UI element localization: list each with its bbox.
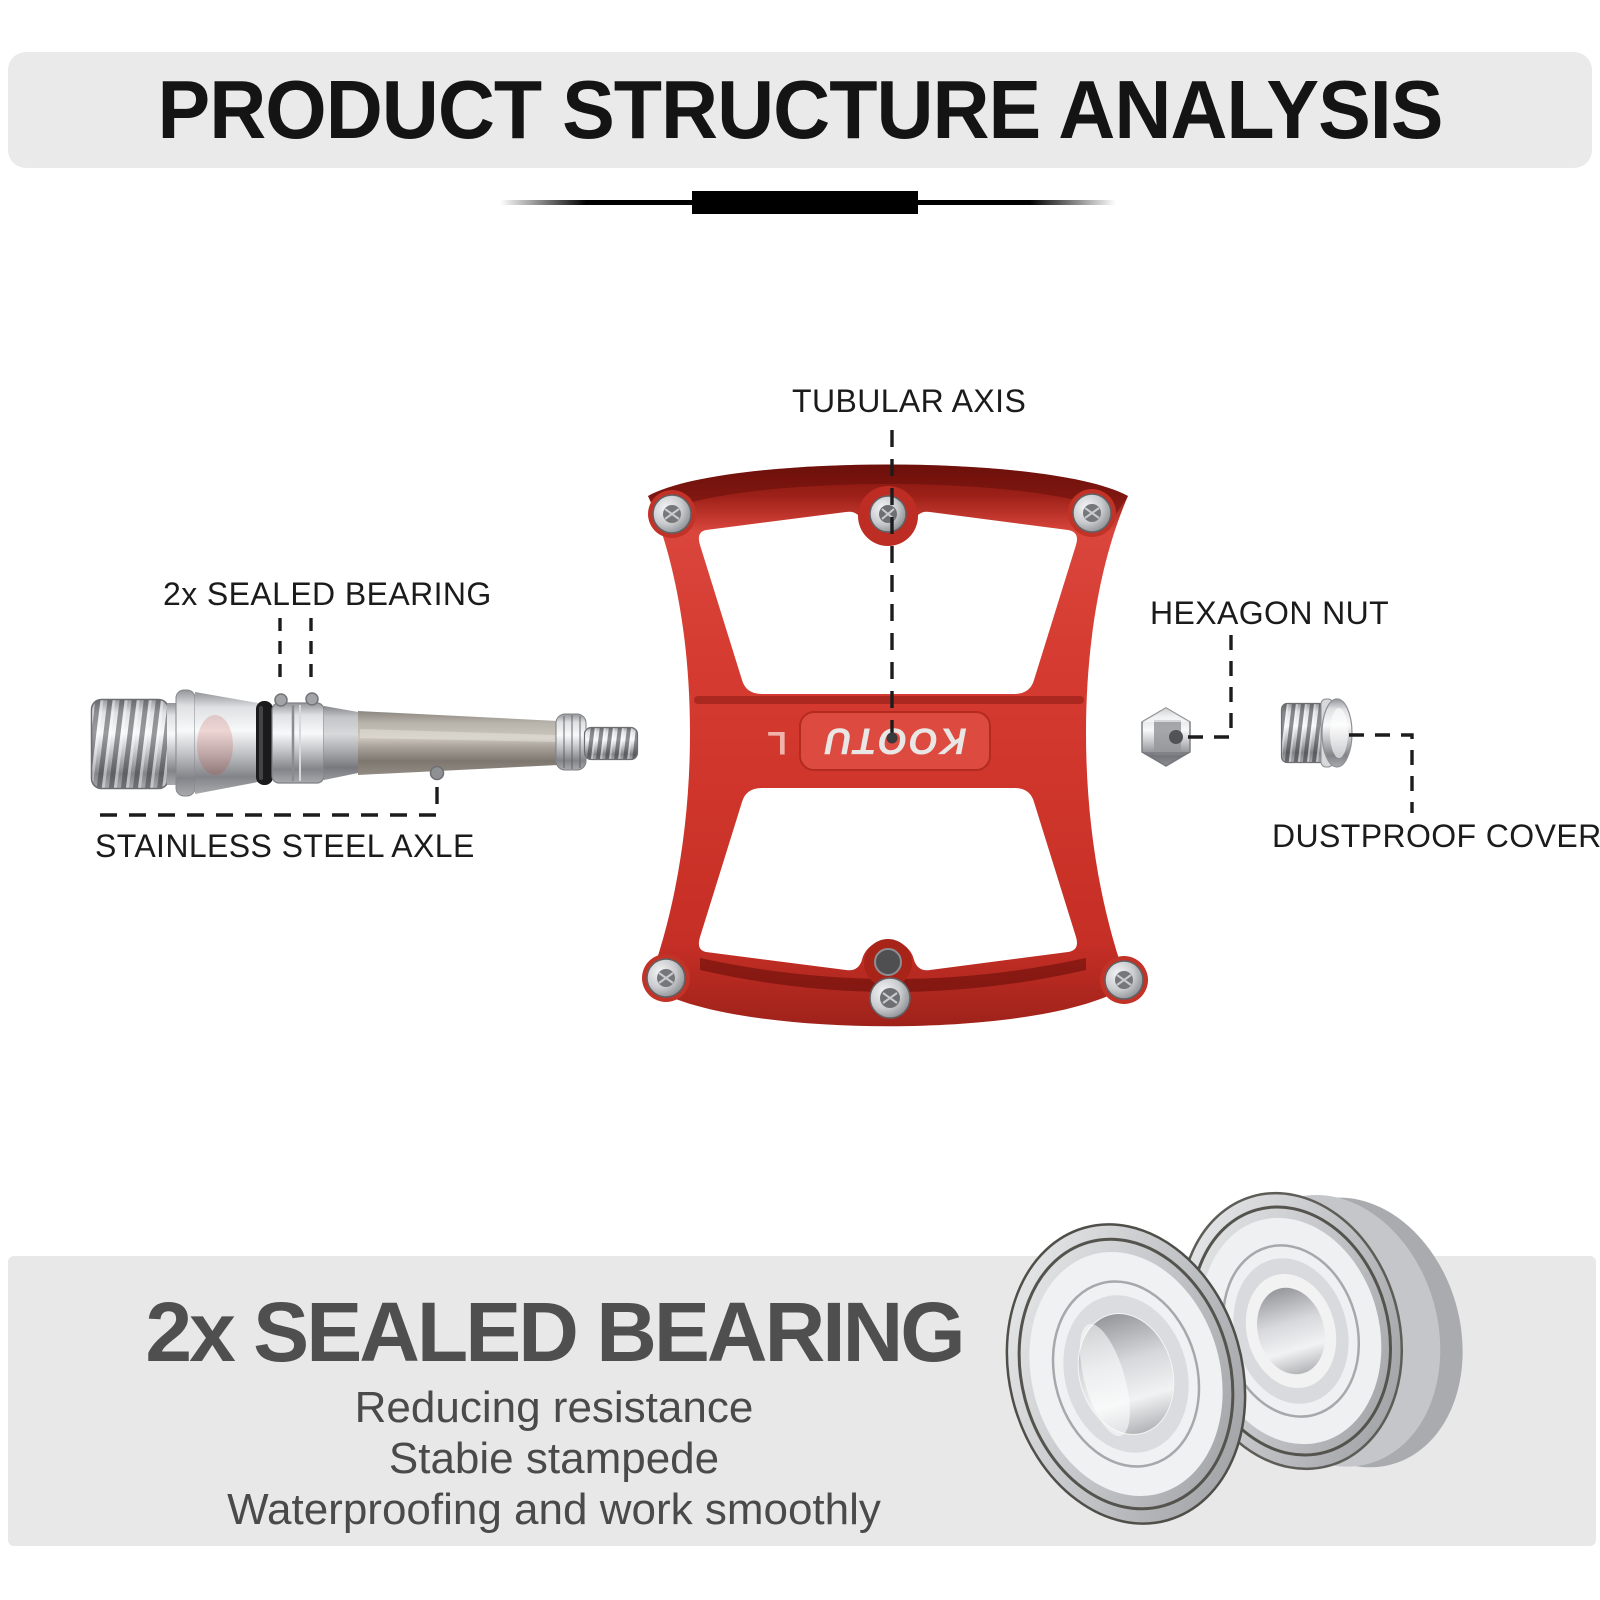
bearing-port-dot — [305, 692, 319, 706]
label-hexagon-nut: HEXAGON NUT — [1150, 595, 1390, 631]
label-stainless-steel-axle: STAINLESS STEEL AXLE — [95, 828, 475, 864]
stainless-steel-axle-illustration — [90, 689, 639, 797]
label-dustproof-cover: DUSTPROOF COVER — [1272, 818, 1600, 854]
page-title: PRODUCT STRUCTURE ANALYSIS — [157, 63, 1444, 156]
pedal-side-marking: L — [767, 725, 787, 761]
dustproof-cover-illustration — [1280, 698, 1353, 768]
callout-endpoint-dot — [429, 765, 445, 781]
pedal-brand-text: KOOTU — [823, 721, 967, 762]
pedal-illustration: KOOTU L — [642, 464, 1148, 1027]
pedal-screws — [646, 493, 1144, 1019]
feature-copy: 2x SEALED BEARING Reducing resistance St… — [0, 1288, 1108, 1535]
header-band: PRODUCT STRUCTURE ANALYSIS — [8, 52, 1592, 168]
feature-lines: Reducing resistance Stabie stampede Wate… — [0, 1382, 1108, 1535]
label-tubular-axis: TUBULAR AXIS — [792, 383, 1027, 419]
feature-title: 2x SEALED BEARING — [145, 1285, 965, 1379]
feature-line: Waterproofing and work smoothly — [227, 1485, 881, 1535]
divider-bar — [692, 191, 918, 214]
bearing-port-dot — [274, 693, 288, 707]
feature-line: Reducing resistance — [354, 1383, 754, 1433]
label-sealed-bearing: 2x SEALED BEARING — [163, 576, 492, 612]
hexagon-nut-illustration — [1141, 707, 1191, 767]
feature-line: Stabie stampede — [388, 1434, 720, 1484]
callout-endpoint-dot — [886, 732, 898, 744]
